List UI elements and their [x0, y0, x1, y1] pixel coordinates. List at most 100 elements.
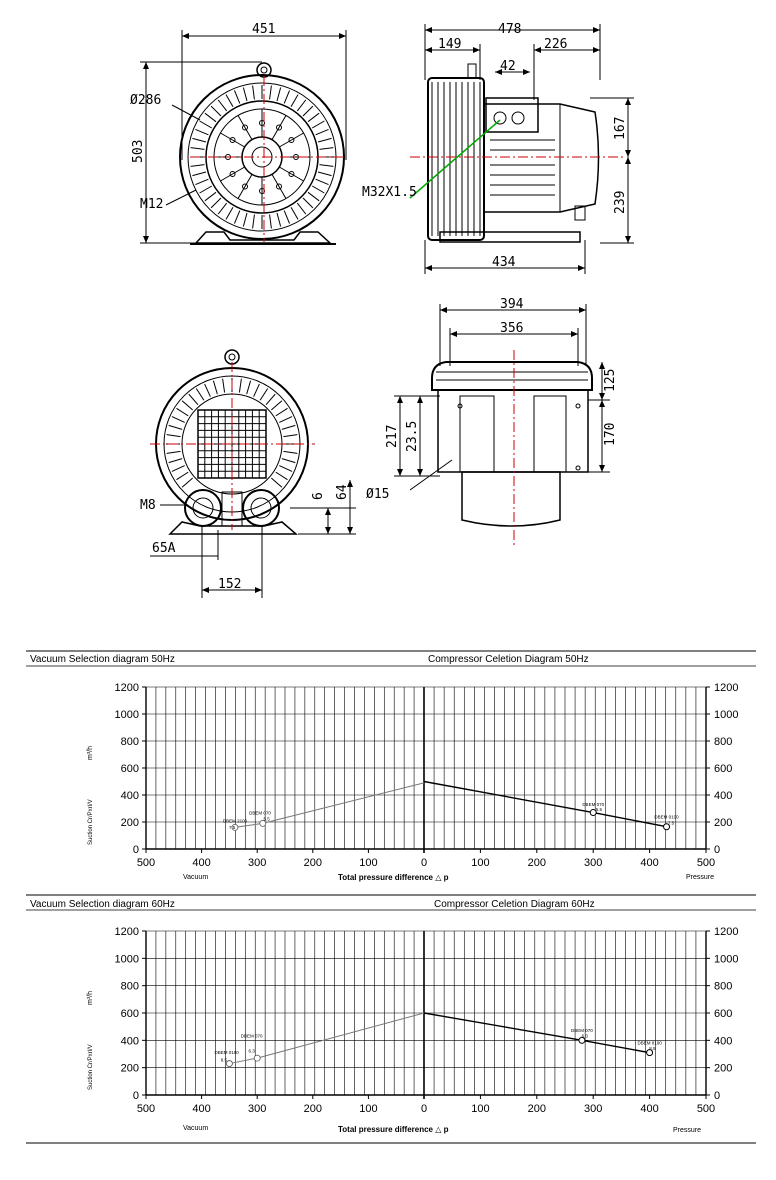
x-tick-label: 300	[584, 1103, 602, 1115]
vacuum-curve	[234, 782, 425, 828]
front-fin	[307, 112, 320, 123]
point-annotation: DBEM 070	[571, 1028, 593, 1033]
front-bolt-hole	[288, 137, 295, 143]
bottom-front-dim-height: 64	[335, 484, 350, 500]
front-view-centerlines	[190, 76, 345, 242]
bottom-side-dim-lower: 170	[603, 423, 618, 446]
vacuum-point	[253, 1054, 261, 1062]
pressure-curve	[423, 780, 667, 828]
front-fin	[290, 206, 299, 220]
front-fin	[195, 178, 209, 186]
pressure-curve	[423, 1012, 650, 1054]
y-tick-label-left: 800	[121, 981, 139, 993]
x-tick-label: 200	[304, 857, 322, 869]
front-fin	[269, 85, 272, 100]
pressure-point	[646, 1049, 654, 1057]
y-tick-label-right: 200	[714, 817, 732, 829]
front-fin	[242, 87, 248, 102]
front-fin	[276, 87, 282, 102]
bottom-side-view	[394, 304, 610, 527]
bottom-fin	[238, 378, 242, 393]
bottom-side-dim-left-a: 217	[385, 425, 400, 448]
front-fin	[225, 206, 234, 220]
chart-60hz-y-unit: m³/h	[87, 991, 94, 1005]
front-fin	[217, 202, 228, 215]
point-annotation: 8.5	[649, 1046, 656, 1051]
y-tick-label-left: 800	[121, 736, 139, 748]
front-bolt-hole	[276, 183, 282, 190]
x-tick-label: 400	[192, 857, 210, 869]
bottom-side-dim-left-b: 23.5	[405, 421, 420, 452]
side-dim-total: 478	[498, 22, 521, 37]
front-fin	[319, 147, 334, 150]
technical-drawing: 451 503 Ø286 M12	[130, 22, 634, 598]
y-tick-label-right: 0	[714, 844, 720, 856]
front-fin	[317, 137, 332, 143]
bottom-side-dim-upper: 125	[603, 369, 618, 392]
side-dim-lower: 239	[613, 191, 628, 214]
bottom-fin	[283, 434, 298, 438]
chart-60hz: Vacuum Selection diagram 60Hz Compressor…	[26, 894, 756, 1144]
x-tick-label: 500	[137, 1103, 155, 1115]
point-annotation: 5.5	[264, 817, 271, 822]
vacuum-point	[225, 1060, 233, 1067]
front-fin	[317, 171, 332, 177]
y-tick-label-right: 200	[714, 1063, 732, 1075]
front-spoke	[220, 166, 245, 182]
x-tick-label: 0	[421, 857, 427, 869]
front-spoke	[279, 132, 304, 148]
point-annotation: 6.3	[249, 1049, 256, 1054]
front-fin	[210, 197, 222, 209]
bottom-fin	[195, 388, 205, 401]
y-tick-label-left: 0	[133, 1090, 139, 1102]
bottom-fin	[166, 450, 181, 454]
front-fin	[204, 112, 217, 123]
front-spoke	[237, 115, 253, 140]
point-annotation: DBEM 070	[241, 1034, 263, 1039]
front-view	[140, 30, 347, 245]
bottom-fin	[281, 458, 296, 464]
front-bolt-hole	[229, 171, 236, 177]
front-spoke	[279, 166, 304, 182]
point-annotation: 8.5	[221, 1058, 228, 1063]
point-annotation: DBEM 070	[249, 811, 271, 816]
front-dim-height: 503	[131, 140, 146, 163]
front-fin	[269, 214, 272, 229]
bottom-fin	[259, 388, 269, 401]
bottom-fin	[171, 416, 185, 423]
front-fin	[302, 105, 314, 117]
front-dim-flange: Ø286	[130, 93, 161, 108]
front-bolt-hole	[259, 120, 265, 126]
y-tick-label-right: 1000	[714, 953, 738, 965]
front-dim-bolt: M12	[140, 197, 163, 212]
bottom-fin	[270, 477, 283, 488]
bottom-fin	[166, 434, 181, 438]
bottom-fin	[171, 465, 185, 472]
y-tick-label-left: 600	[121, 1008, 139, 1020]
chart-60hz-x-label: Total pressure difference △ p	[338, 1125, 449, 1134]
front-fin	[199, 120, 213, 129]
y-tick-label-right: 600	[714, 1008, 732, 1020]
x-tick-label: 100	[359, 857, 377, 869]
x-tick-label: 500	[697, 1103, 715, 1115]
vacuum-point	[259, 819, 267, 827]
x-tick-label: 400	[192, 1103, 210, 1115]
front-dim-width: 451	[252, 22, 275, 37]
y-tick-label-left: 600	[121, 763, 139, 775]
front-fin	[190, 147, 205, 150]
front-bolt-hole	[276, 124, 282, 131]
x-tick-label: 0	[421, 1103, 427, 1115]
front-bolt-hole	[229, 137, 236, 143]
chart-50hz-vacuum-label: Vacuum	[183, 874, 208, 881]
y-tick-label-left: 0	[133, 844, 139, 856]
chart-50hz: Vacuum Selection diagram 50Hz Compressor…	[26, 650, 756, 882]
bottom-side-dim-inner: 356	[500, 321, 523, 336]
front-fin	[296, 99, 307, 112]
point-annotation: DBEM 0100	[654, 815, 679, 820]
front-spoke	[271, 115, 287, 140]
front-fin	[210, 105, 222, 117]
y-tick-label-right: 800	[714, 981, 732, 993]
front-fin	[199, 185, 213, 194]
vacuum-point	[231, 824, 239, 831]
x-tick-label: 100	[471, 1103, 489, 1115]
